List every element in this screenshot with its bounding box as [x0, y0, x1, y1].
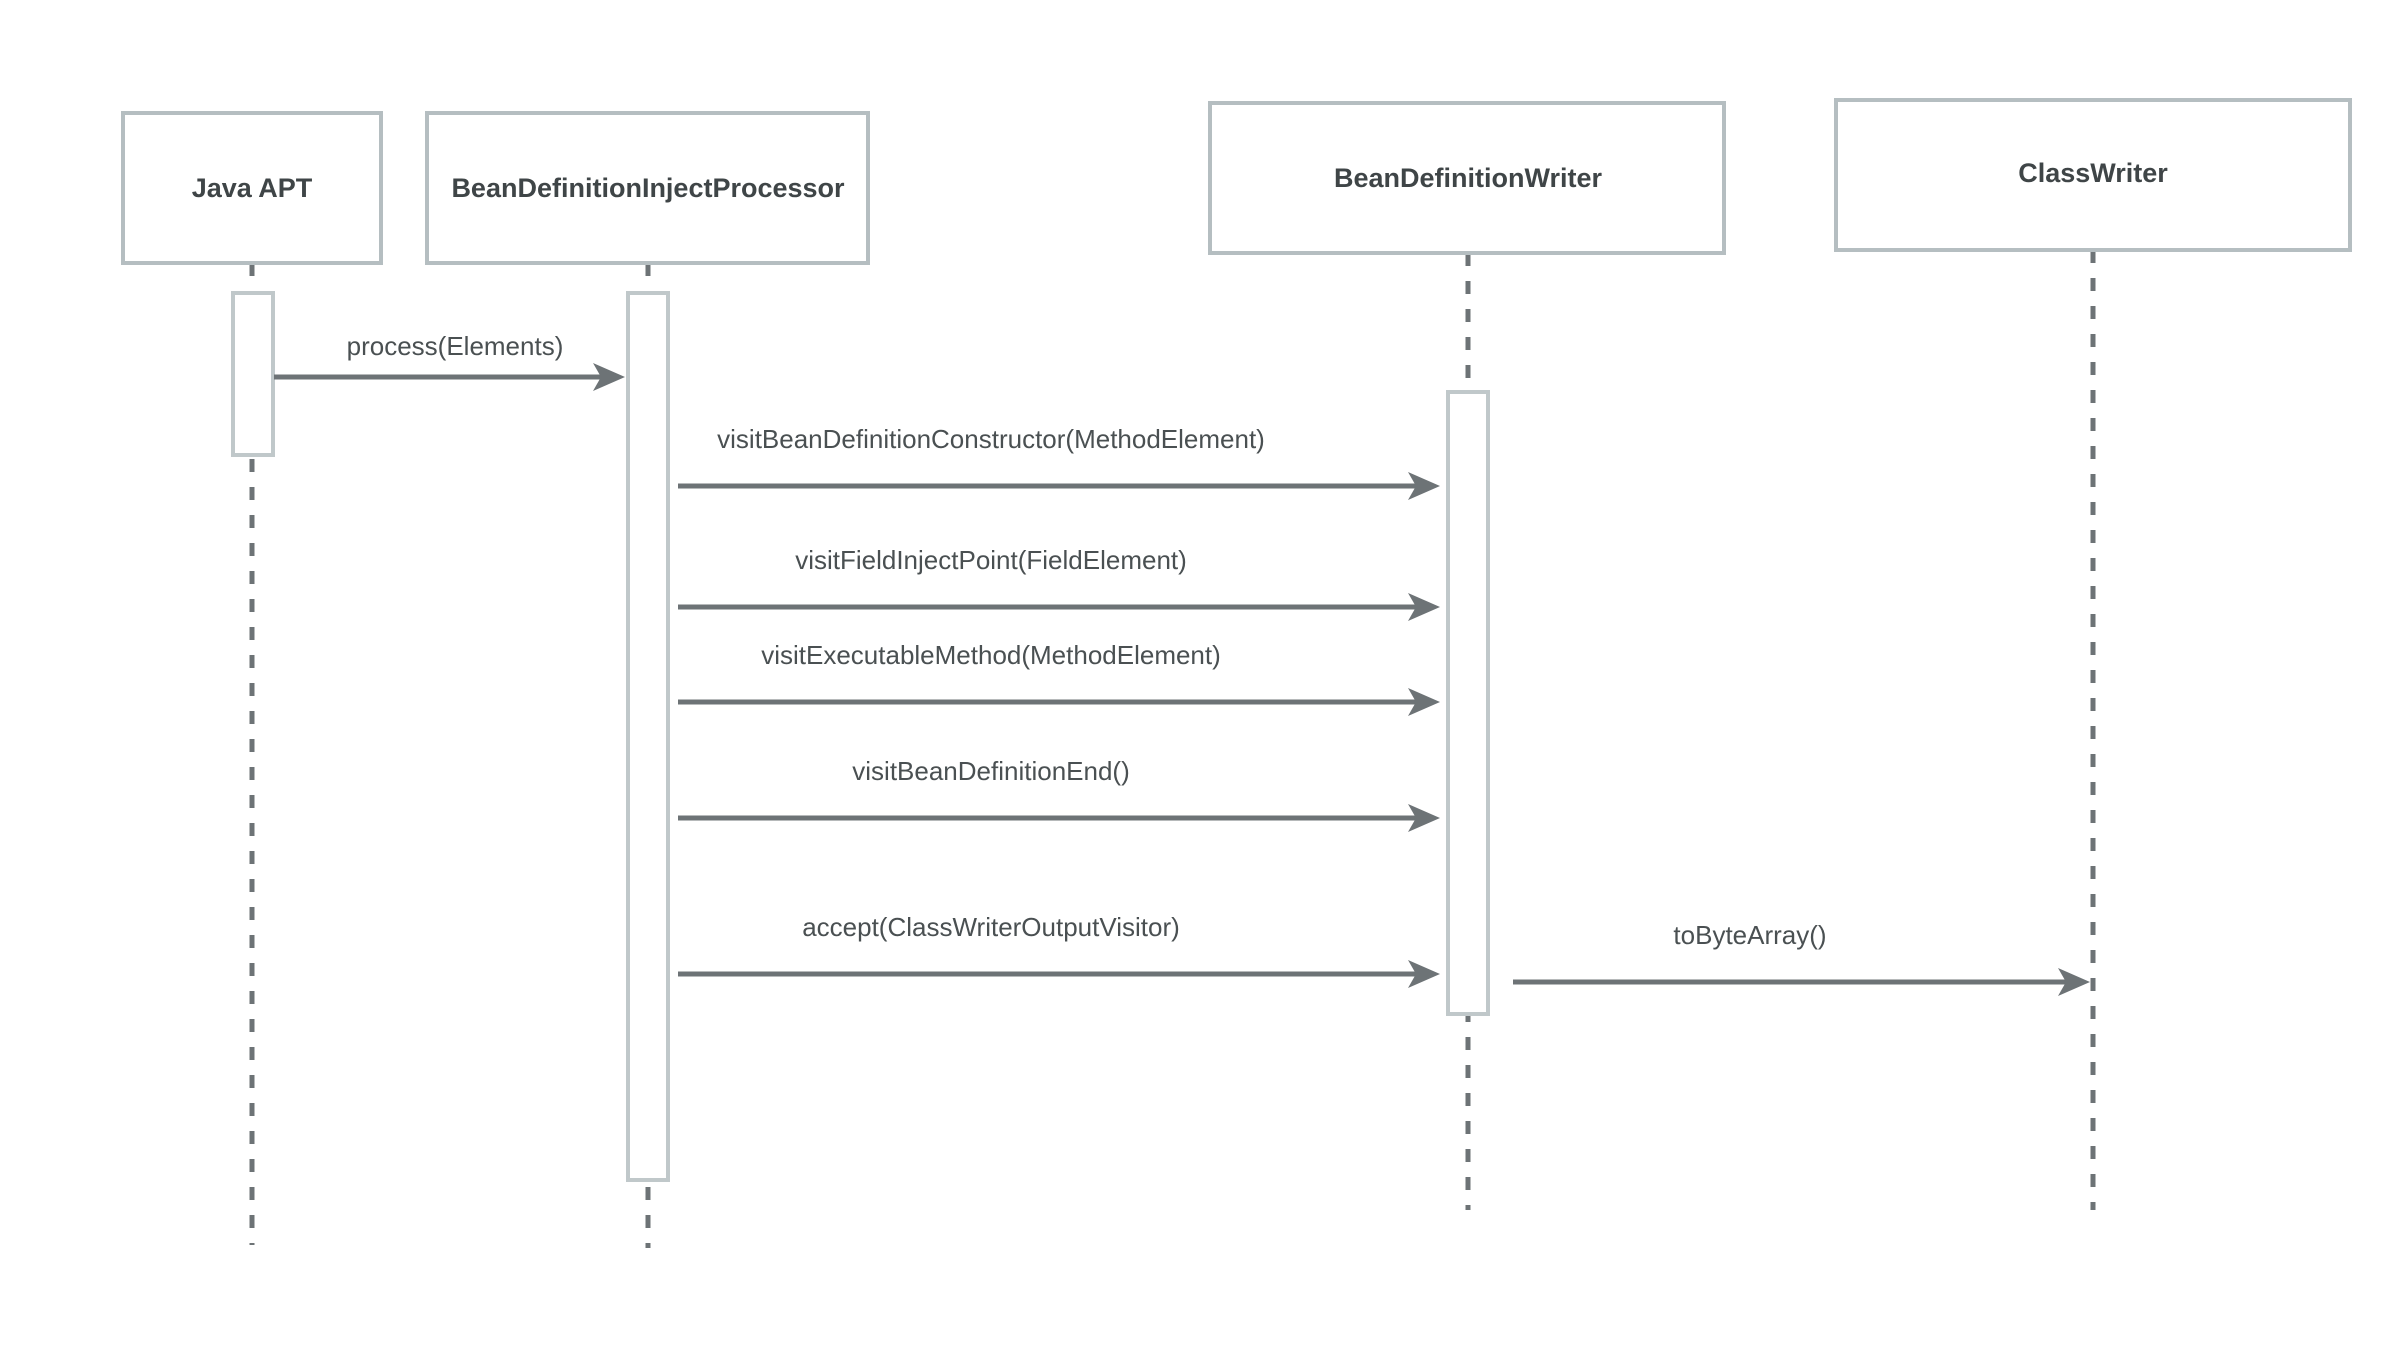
- message-arrowhead-visit-field-inject-point: [1408, 593, 1440, 621]
- participant-label-bean-definition-inject-processor: BeanDefinitionInjectProcessor: [451, 173, 845, 203]
- participant-label-class-writer: ClassWriter: [2018, 158, 2168, 188]
- message-arrowhead-visit-executable-method: [1408, 688, 1440, 716]
- message-label-visit-field-inject-point: visitFieldInjectPoint(FieldElement): [795, 545, 1187, 575]
- message-arrowhead-process-elements: [593, 363, 625, 391]
- participant-box-class-writer[interactable]: [1834, 98, 2352, 252]
- activation-bar-bean-definition-writer[interactable]: [1446, 390, 1490, 1016]
- message-visit-bean-definition-end[interactable]: visitBeanDefinitionEnd(): [678, 756, 1440, 832]
- message-to-byte-array[interactable]: toByteArray(): [1513, 920, 2090, 996]
- participant-class-writer[interactable]: ClassWriter: [1834, 98, 2352, 252]
- message-process-elements[interactable]: process(Elements): [274, 331, 625, 391]
- message-label-visit-executable-method: visitExecutableMethod(MethodElement): [761, 640, 1221, 670]
- message-arrowhead-accept-class-writer-output-visitor: [1408, 960, 1440, 988]
- message-label-accept-class-writer-output-visitor: accept(ClassWriterOutputVisitor): [802, 912, 1180, 942]
- message-label-process-elements: process(Elements): [347, 331, 564, 361]
- participant-box-java-apt[interactable]: [121, 111, 383, 265]
- message-arrowhead-visit-bean-definition-end: [1408, 804, 1440, 832]
- activation-bar-bean-definition-inject-processor[interactable]: [626, 291, 670, 1182]
- activations-layer: [231, 291, 1490, 1182]
- message-arrowhead-visit-bean-definition-constructor: [1408, 472, 1440, 500]
- message-visit-executable-method[interactable]: visitExecutableMethod(MethodElement): [678, 640, 1440, 716]
- lifelines-layer: [249, 250, 2096, 1248]
- message-label-to-byte-array: toByteArray(): [1673, 920, 1826, 950]
- participant-label-bean-definition-writer: BeanDefinitionWriter: [1334, 163, 1603, 193]
- participant-java-apt[interactable]: Java APT: [121, 111, 383, 265]
- message-arrowhead-to-byte-array: [2058, 968, 2090, 996]
- activation-bar-java-apt[interactable]: [231, 291, 275, 457]
- participant-label-java-apt: Java APT: [192, 173, 313, 203]
- message-visit-field-inject-point[interactable]: visitFieldInjectPoint(FieldElement): [678, 545, 1440, 621]
- participant-bean-definition-writer[interactable]: BeanDefinitionWriter: [1208, 101, 1726, 255]
- participant-box-bean-definition-inject-processor[interactable]: [425, 111, 870, 265]
- message-accept-class-writer-output-visitor[interactable]: accept(ClassWriterOutputVisitor): [678, 912, 1440, 988]
- message-label-visit-bean-definition-end: visitBeanDefinitionEnd(): [852, 756, 1129, 786]
- participant-box-bean-definition-writer[interactable]: [1208, 101, 1726, 255]
- message-label-visit-bean-definition-constructor: visitBeanDefinitionConstructor(MethodEle…: [717, 424, 1265, 454]
- participant-bean-definition-inject-processor[interactable]: BeanDefinitionInjectProcessor: [425, 111, 870, 265]
- message-visit-bean-definition-constructor[interactable]: visitBeanDefinitionConstructor(MethodEle…: [678, 424, 1440, 500]
